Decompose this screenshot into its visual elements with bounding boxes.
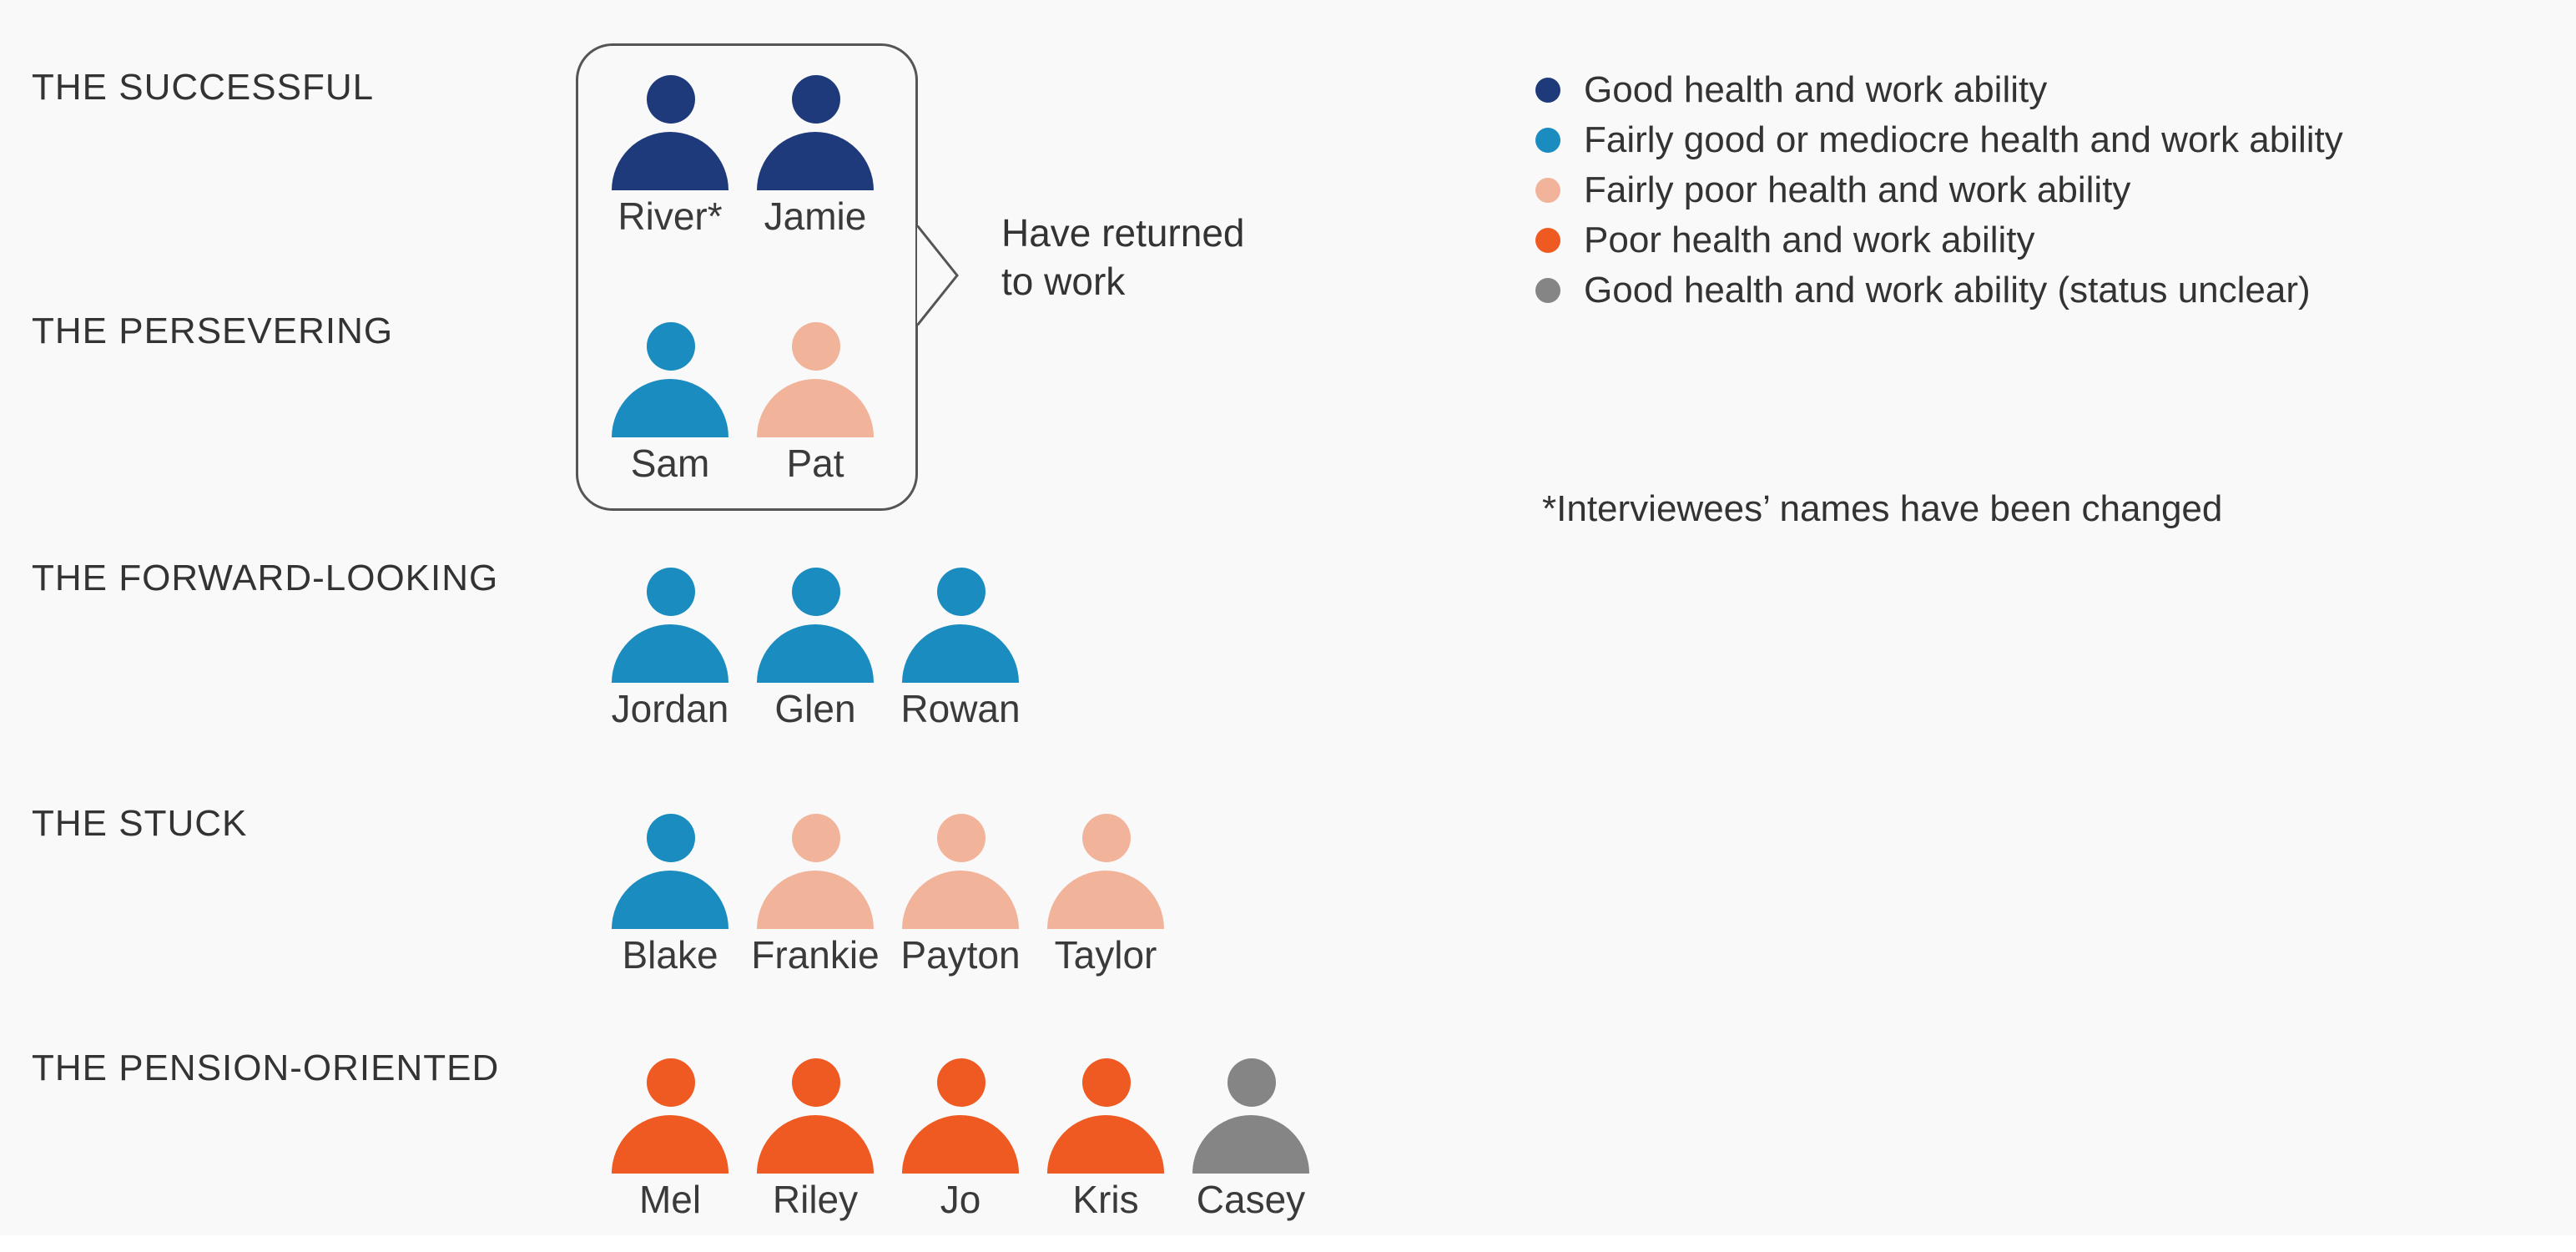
person-head <box>1082 1058 1131 1107</box>
person-icon: Mel <box>607 1058 733 1242</box>
legend-item: Fairly good or mediocre health and work … <box>1535 115 2343 165</box>
person-head <box>792 814 840 862</box>
person-icon: Blake <box>607 814 733 997</box>
person-body <box>902 871 1019 929</box>
person-head <box>647 568 695 616</box>
legend-dot-icon <box>1535 178 1560 203</box>
person-body <box>612 1115 728 1174</box>
callout-pointer <box>917 225 959 326</box>
person-body <box>1047 871 1164 929</box>
group-label-persevering: THE PERSEVERING <box>32 310 394 351</box>
person-head <box>937 1058 986 1107</box>
person-body <box>612 132 728 190</box>
person-head <box>1082 814 1131 862</box>
person-body <box>612 871 728 929</box>
footnote: *Interviewees’ names have been changed <box>1542 488 2223 529</box>
person-name: Pat <box>786 442 844 485</box>
person-body <box>757 379 874 437</box>
person-body <box>757 132 874 190</box>
person-head <box>792 1058 840 1107</box>
person-name: Jamie <box>764 194 867 238</box>
person-icon: Sam <box>607 322 733 506</box>
legend-label: Good health and work ability <box>1584 69 2048 110</box>
group-label-forward-looking: THE FORWARD-LOOKING <box>32 558 499 598</box>
person-icon: Jordan <box>607 568 733 751</box>
person-name: River* <box>618 194 723 238</box>
person-body <box>612 379 728 437</box>
person-body <box>757 624 874 683</box>
legend-dot-icon <box>1535 278 1560 303</box>
person-name: Jordan <box>611 687 729 730</box>
person-head <box>1228 1058 1276 1107</box>
person-icon: Rowan <box>898 568 1023 751</box>
legend-dot-icon <box>1535 78 1560 103</box>
person-icon: Riley <box>753 1058 878 1242</box>
person-name: Frankie <box>751 933 880 977</box>
person-body <box>757 1115 874 1174</box>
person-icon: Taylor <box>1043 814 1168 997</box>
person-icon: Pat <box>753 322 878 506</box>
legend-label: Good health and work ability (status unc… <box>1584 270 2311 310</box>
person-name: Casey <box>1196 1178 1306 1221</box>
person-head <box>647 75 695 124</box>
person-name: Mel <box>638 1178 702 1221</box>
person-icon: Payton <box>898 814 1023 997</box>
person-icon: Jamie <box>753 75 878 259</box>
person-head <box>937 814 986 862</box>
person-body <box>1192 1115 1309 1174</box>
person-name: Taylor <box>1054 933 1157 977</box>
person-name: Jo <box>940 1178 981 1221</box>
legend-dot-icon <box>1535 228 1560 253</box>
person-icon: Glen <box>753 568 878 751</box>
legend-item: Good health and work ability <box>1535 65 2343 115</box>
person-body <box>612 624 728 683</box>
legend-item: Good health and work ability (status unc… <box>1535 265 2343 316</box>
person-icon: Casey <box>1188 1058 1313 1242</box>
person-name: Glen <box>774 687 856 730</box>
legend-label: Fairly poor health and work ability <box>1584 169 2131 210</box>
person-name: Kris <box>1072 1178 1139 1221</box>
legend-item: Poor health and work ability <box>1535 215 2343 265</box>
legend-dot-icon <box>1535 128 1560 153</box>
person-head <box>792 568 840 616</box>
person-head <box>792 322 840 371</box>
person-head <box>647 322 695 371</box>
person-name: Riley <box>772 1178 859 1221</box>
person-head <box>647 814 695 862</box>
legend: Good health and work ability Fairly good… <box>1535 65 2343 316</box>
person-body <box>757 871 874 929</box>
legend-label: Fairly good or mediocre health and work … <box>1584 119 2343 160</box>
person-head <box>647 1058 695 1107</box>
person-body <box>902 624 1019 683</box>
person-icon: Frankie <box>751 814 880 997</box>
person-body <box>902 1115 1019 1174</box>
person-head <box>792 75 840 124</box>
person-icon: Jo <box>898 1058 1023 1242</box>
legend-label: Poor health and work ability <box>1584 220 2035 260</box>
callout-text: Have returned to work <box>1001 211 1245 303</box>
legend-item: Fairly poor health and work ability <box>1535 165 2343 215</box>
person-name: Sam <box>630 442 710 485</box>
group-label-pension-oriented: THE PENSION-ORIENTED <box>32 1048 500 1088</box>
person-name: Rowan <box>900 687 1021 730</box>
person-name: Blake <box>622 933 718 977</box>
person-icon: River* <box>607 75 733 259</box>
group-label-successful: THE SUCCESSFUL <box>32 67 375 108</box>
person-head <box>937 568 986 616</box>
person-icon: Kris <box>1043 1058 1168 1242</box>
group-label-stuck: THE STUCK <box>32 803 248 844</box>
person-name: Payton <box>900 933 1021 977</box>
person-body <box>1047 1115 1164 1174</box>
